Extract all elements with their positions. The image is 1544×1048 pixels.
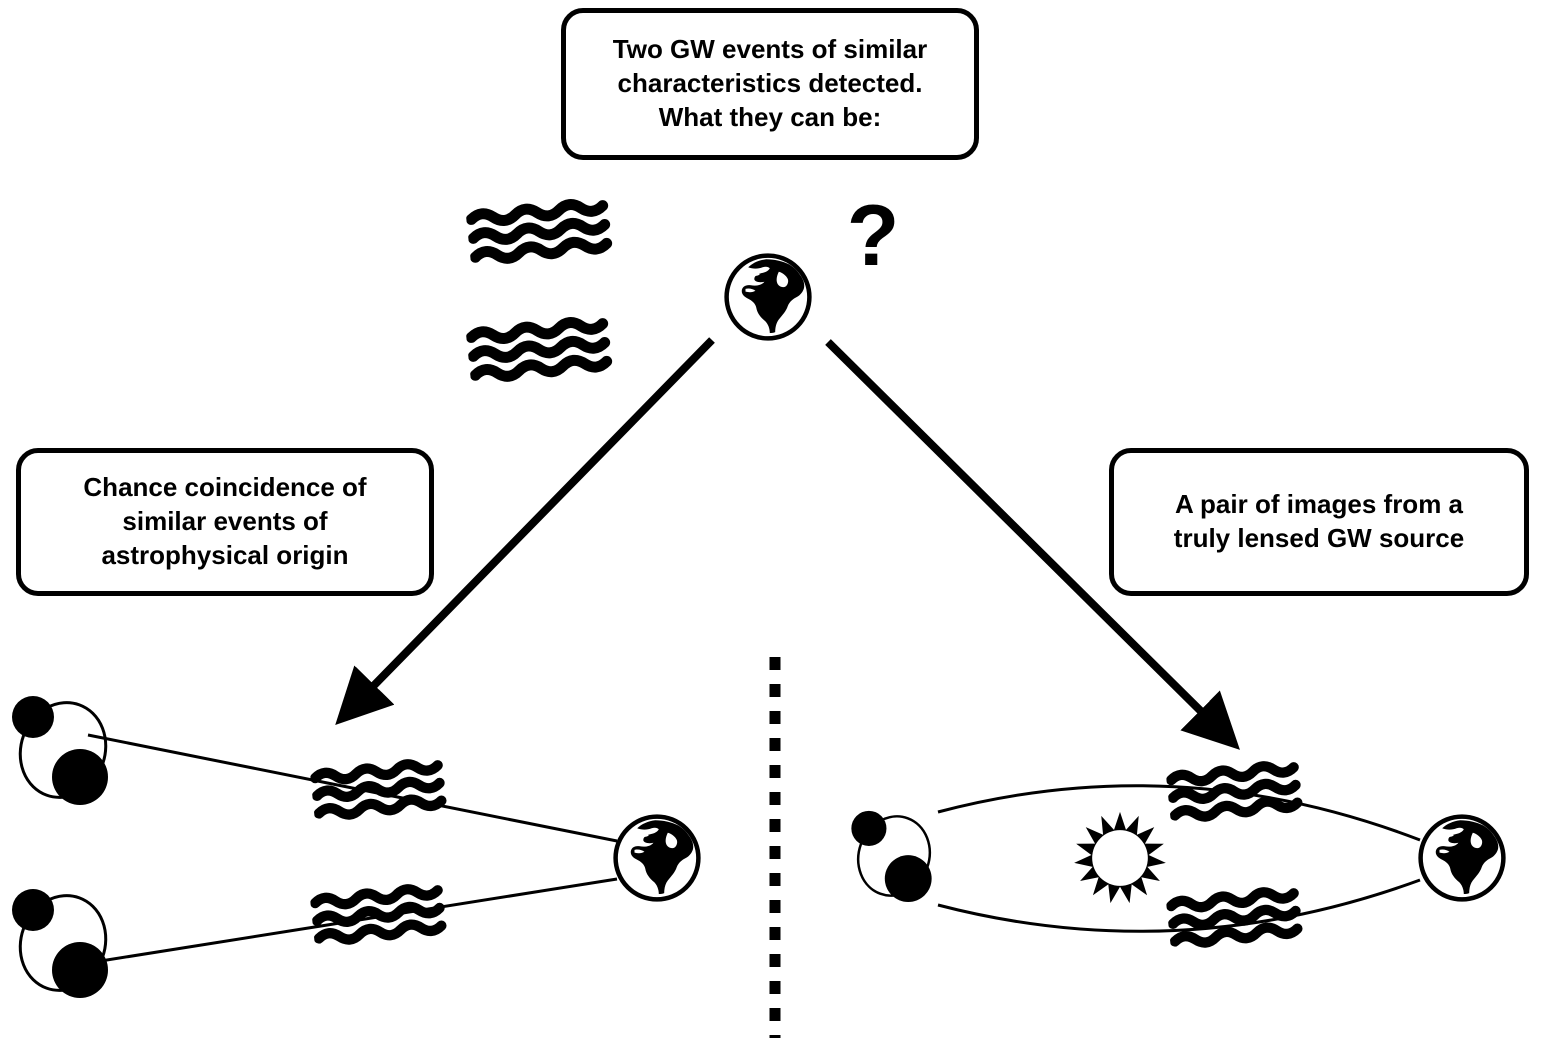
ray-upper [87, 733, 618, 843]
lensed-path-lower [937, 878, 1421, 933]
wave-bundle-right-lower [1171, 889, 1298, 946]
top-question-box: Two GW events of similar characteristics… [561, 8, 979, 160]
top-question-text: Two GW events of similar characteristics… [612, 34, 928, 132]
binary-source-upper [8, 695, 118, 805]
wave-bundle-left-upper [315, 761, 442, 818]
wave-bundle-top-1 [471, 201, 607, 262]
binary-lensed-source [848, 810, 940, 902]
wave-bundle-left-lower [315, 886, 442, 943]
earth-detector-left [616, 817, 699, 900]
wave-bundle-top-2 [471, 319, 607, 380]
lensing-mass [1074, 811, 1166, 904]
earth-detector-top [727, 256, 810, 339]
arrow-to-right-hypothesis [825, 339, 1240, 750]
earth-detector-right [1421, 817, 1504, 900]
question-mark-icon: ? [846, 188, 900, 284]
right-hypothesis-text: A pair of images from a truly lensed GW … [1173, 489, 1465, 553]
left-hypothesis-box: Chance coincidence of similar events of … [16, 448, 434, 596]
lensed-path-upper [937, 784, 1421, 842]
left-hypothesis-text: Chance coincidence of similar events of … [83, 472, 367, 570]
arrow-to-left-hypothesis [335, 337, 715, 726]
wave-bundle-right-upper [1171, 763, 1298, 820]
binary-source-lower [8, 888, 118, 998]
right-hypothesis-box: A pair of images from a truly lensed GW … [1109, 448, 1529, 596]
